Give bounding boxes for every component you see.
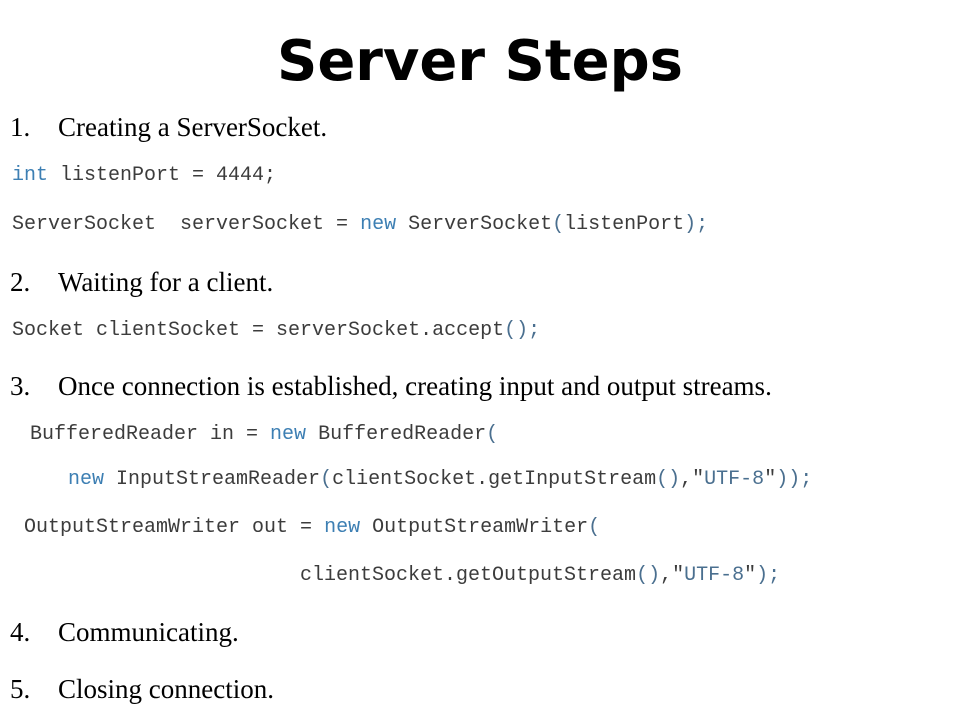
step-5: 5. Closing connection. bbox=[10, 672, 274, 706]
code-line: int listenPort = 4444; bbox=[12, 163, 276, 189]
code-text: listenPort bbox=[564, 213, 685, 236]
code-punctuation: ( bbox=[588, 516, 601, 539]
code-text: InputStreamReader bbox=[104, 468, 321, 491]
step-number: 5. bbox=[10, 674, 31, 704]
code-keyword: int bbox=[12, 164, 49, 187]
code-text: ServerSocket serverSocket = bbox=[12, 213, 361, 236]
code-string: UTF-8 bbox=[684, 564, 745, 587]
code-punctuation: ( bbox=[320, 468, 333, 491]
code-text: ServerSocket bbox=[396, 213, 553, 236]
code-line: Socket clientSocket = serverSocket.accep… bbox=[12, 318, 540, 344]
step-2: 2. Waiting for a client. bbox=[10, 265, 273, 299]
code-keyword: new bbox=[68, 468, 105, 491]
slide-title: Server Steps bbox=[276, 29, 684, 94]
step-text: Once connection is established, creating… bbox=[58, 371, 772, 401]
step-1: 1. Creating a ServerSocket. bbox=[10, 110, 327, 144]
code-string: UTF-8 bbox=[704, 468, 765, 491]
code-text: BufferedReader in = bbox=[30, 423, 271, 446]
code-punctuation: )); bbox=[776, 468, 813, 491]
step-3: 3. Once connection is established, creati… bbox=[10, 369, 772, 403]
step-number: 3. bbox=[10, 371, 31, 401]
step-text: Communicating. bbox=[58, 617, 239, 647]
code-keyword: new bbox=[324, 516, 361, 539]
step-4: 4. Communicating. bbox=[10, 615, 239, 649]
code-text: listenPort = 4444; bbox=[48, 164, 277, 187]
code-text: clientSocket.getOutputStream bbox=[300, 564, 637, 587]
code-line: clientSocket.getOutputStream(),"UTF-8"); bbox=[300, 563, 780, 589]
code-text: OutputStreamWriter out = bbox=[24, 516, 325, 539]
code-keyword: new bbox=[360, 213, 397, 236]
step-number: 4. bbox=[10, 617, 31, 647]
code-text: clientSocket.getInputStream bbox=[332, 468, 657, 491]
code-punctuation: ); bbox=[684, 213, 709, 236]
code-punctuation: ( bbox=[486, 423, 499, 446]
code-line: OutputStreamWriter out = new OutputStrea… bbox=[24, 515, 600, 541]
code-keyword: new bbox=[270, 423, 307, 446]
code-line: ServerSocket serverSocket = new ServerSo… bbox=[12, 212, 708, 238]
code-punctuation: ( bbox=[552, 213, 565, 236]
code-punctuation: ); bbox=[756, 564, 781, 587]
step-text: Waiting for a client. bbox=[58, 267, 274, 297]
code-text: " bbox=[744, 564, 757, 587]
code-text: ," bbox=[680, 468, 705, 491]
code-text: OutputStreamWriter bbox=[360, 516, 589, 539]
code-line: BufferedReader in = new BufferedReader( bbox=[30, 422, 498, 448]
code-text: ," bbox=[660, 564, 685, 587]
code-text: BufferedReader bbox=[306, 423, 487, 446]
step-text: Closing connection. bbox=[58, 674, 274, 704]
step-text: Creating a ServerSocket. bbox=[58, 112, 328, 142]
code-line: new InputStreamReader(clientSocket.getIn… bbox=[68, 467, 812, 493]
code-text: " bbox=[764, 468, 777, 491]
code-punctuation: () bbox=[656, 468, 681, 491]
code-text: Socket clientSocket = serverSocket.accep… bbox=[12, 319, 505, 342]
code-punctuation: (); bbox=[504, 319, 541, 342]
step-number: 2. bbox=[10, 267, 31, 297]
code-punctuation: () bbox=[636, 564, 661, 587]
step-number: 1. bbox=[10, 112, 31, 142]
